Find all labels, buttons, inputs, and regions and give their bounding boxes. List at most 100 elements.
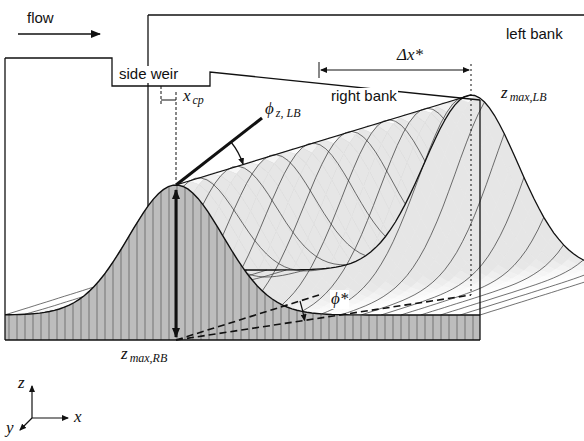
bed-hatch-line xyxy=(282,120,425,305)
crest-line xyxy=(176,95,471,185)
axis-label: x xyxy=(73,408,83,427)
section-hatch-line xyxy=(177,185,178,340)
bed-profile xyxy=(5,185,480,315)
symbol-label: z xyxy=(120,345,129,364)
section-hatch-line xyxy=(113,262,114,340)
dimension-line xyxy=(161,86,162,104)
bed-hatch-line xyxy=(361,134,504,315)
bed-hatch-line xyxy=(401,217,544,315)
section-hatch-line xyxy=(185,187,186,340)
bed-hatch-line xyxy=(421,245,564,315)
section-hatch-line xyxy=(65,307,66,340)
wall-edge xyxy=(479,100,480,340)
section-hatch-line xyxy=(209,213,210,340)
section-hatch-line xyxy=(401,315,402,340)
section-hatch-line xyxy=(449,315,450,340)
bed-hatch-line xyxy=(480,269,584,315)
symbol-label: Δx* xyxy=(396,46,424,65)
wall-edge xyxy=(5,339,480,340)
section-hatch-line xyxy=(385,315,386,340)
dimension-line xyxy=(176,92,177,180)
section-hatch-line xyxy=(57,310,58,340)
section-hatch-line xyxy=(337,315,338,340)
angle-arc xyxy=(231,142,243,164)
section-hatch-line xyxy=(361,315,362,340)
annotations xyxy=(18,34,471,430)
section-hatch-line xyxy=(201,202,202,340)
bed-hatch-line xyxy=(440,260,583,315)
section-hatch-line xyxy=(353,315,354,340)
section-hatch-line xyxy=(249,276,250,340)
dashed-line xyxy=(176,295,319,340)
dimension-line xyxy=(161,100,176,101)
wall-edge xyxy=(148,14,584,15)
section-hatch-line xyxy=(425,315,426,340)
symbol-subscript: cp xyxy=(192,94,205,107)
section-hatch-line xyxy=(81,298,82,340)
section-hatch-line xyxy=(17,315,18,340)
axis-label: y xyxy=(5,419,15,438)
section-hatch-line xyxy=(241,265,242,340)
angle-arc xyxy=(300,301,305,320)
section-hatch-line xyxy=(25,314,26,340)
dimension-tick xyxy=(319,62,320,78)
axis-label: z xyxy=(17,374,26,393)
right-bank-wall xyxy=(5,58,480,340)
section-hatch-line xyxy=(193,193,194,340)
symbol-subscript: max,RB xyxy=(129,352,169,365)
section-hatch-line xyxy=(329,314,330,340)
axis-arrow xyxy=(20,418,32,430)
section-hatch-line xyxy=(89,292,90,341)
section-hatch-line xyxy=(41,313,42,340)
symbol-label: ϕ* xyxy=(330,290,349,309)
section-hatch-line xyxy=(345,315,346,340)
section-hatch-line xyxy=(409,315,410,340)
bed-section xyxy=(5,185,480,340)
section-hatch-line xyxy=(145,210,146,340)
section-hatch-line xyxy=(105,273,106,340)
dimension-arrow xyxy=(321,70,469,71)
axis-arrow xyxy=(32,417,68,418)
section-hatch-line xyxy=(369,315,370,340)
section-hatch-line xyxy=(129,236,130,340)
section-hatch-line xyxy=(9,315,10,340)
section-hatch-line xyxy=(273,300,274,341)
symbol-subscript: z, LB xyxy=(275,107,302,120)
section-hatch-line xyxy=(289,308,290,340)
bank-label: right bank xyxy=(330,88,398,105)
section-hatch-line xyxy=(233,253,234,340)
bed-hatch-line xyxy=(223,155,366,256)
section-hatch-line xyxy=(393,315,394,340)
wall-edge xyxy=(4,58,5,340)
section-hatch-line xyxy=(161,191,162,340)
section-hatch-line xyxy=(433,315,434,340)
bed-hatch-line xyxy=(381,177,524,315)
axis-arrow xyxy=(31,386,32,418)
symbol-label: ϕ xyxy=(264,100,275,119)
bed-hatch-line xyxy=(460,267,584,315)
angle-line xyxy=(176,118,262,185)
section-hatch-line xyxy=(153,200,154,340)
section-hatch-line xyxy=(169,186,170,340)
section-hatch-line xyxy=(281,304,282,340)
section-hatch-line xyxy=(465,315,466,340)
bank-label: left bank xyxy=(505,26,564,43)
dashed-line xyxy=(176,295,471,340)
weir-label: side weir xyxy=(118,66,179,83)
symbol-label: x xyxy=(182,87,192,106)
section-hatch-line xyxy=(121,249,122,340)
section-hatch-line xyxy=(257,286,258,341)
bed-hatch-line xyxy=(302,108,445,311)
right-bank-section xyxy=(5,185,480,340)
section-hatch-line xyxy=(377,315,378,340)
section-hatch-line xyxy=(473,315,474,340)
height-arrow xyxy=(175,190,178,337)
section-hatch-line xyxy=(457,315,458,340)
section-hatch-line xyxy=(217,226,218,340)
section-hatch-line xyxy=(137,223,138,340)
section-hatch-line xyxy=(417,315,418,340)
section-hatch-line xyxy=(33,314,34,340)
section-hatch-line xyxy=(297,310,298,340)
section-hatch-line xyxy=(313,313,314,340)
